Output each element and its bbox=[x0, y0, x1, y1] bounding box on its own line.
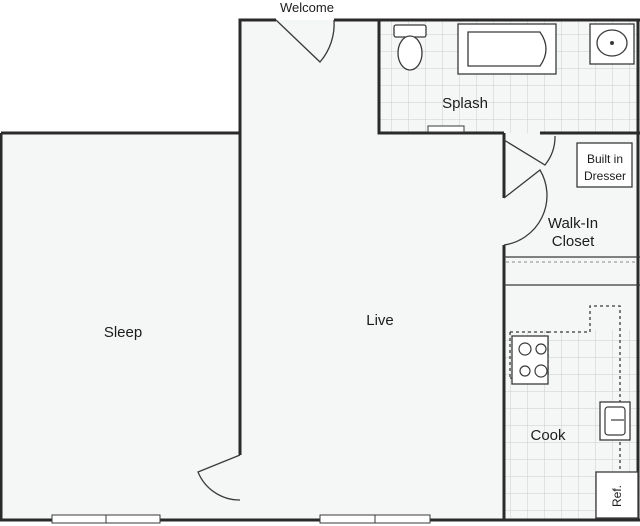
bathtub-icon bbox=[457, 23, 557, 75]
kitchen-sink-icon bbox=[599, 401, 631, 441]
built-in-dresser bbox=[576, 142, 633, 188]
sleep-label: Sleep bbox=[104, 324, 142, 341]
dresser-label-line2: Dresser bbox=[584, 169, 626, 183]
sleep-door-swing bbox=[197, 454, 241, 501]
splash-door-threshold bbox=[427, 125, 465, 133]
closet-door-swing bbox=[503, 169, 548, 246]
sleep-floor bbox=[0, 133, 240, 520]
splash-wall bbox=[377, 20, 640, 135]
toilet-icon bbox=[393, 24, 427, 71]
refrigerator bbox=[595, 471, 639, 519]
walkin-label-line2: Closet bbox=[552, 233, 595, 250]
dresser-label-line1: Built in bbox=[587, 152, 623, 166]
cook-counter-floor bbox=[504, 285, 640, 330]
closet-cook-divider bbox=[504, 256, 640, 286]
stove-icon bbox=[511, 335, 549, 385]
outer-wall bbox=[0, 18, 640, 522]
sink-icon bbox=[589, 23, 635, 65]
welcome-label: Welcome bbox=[280, 0, 334, 15]
live-label: Live bbox=[366, 312, 394, 329]
splash-label: Splash bbox=[442, 95, 488, 112]
cook-label: Cook bbox=[530, 427, 566, 444]
walkin-label-line1: Walk-In bbox=[548, 215, 598, 232]
splash-door-swing bbox=[503, 135, 556, 166]
ref-label: Ref. bbox=[610, 485, 624, 507]
entry-door-swing bbox=[275, 19, 335, 63]
